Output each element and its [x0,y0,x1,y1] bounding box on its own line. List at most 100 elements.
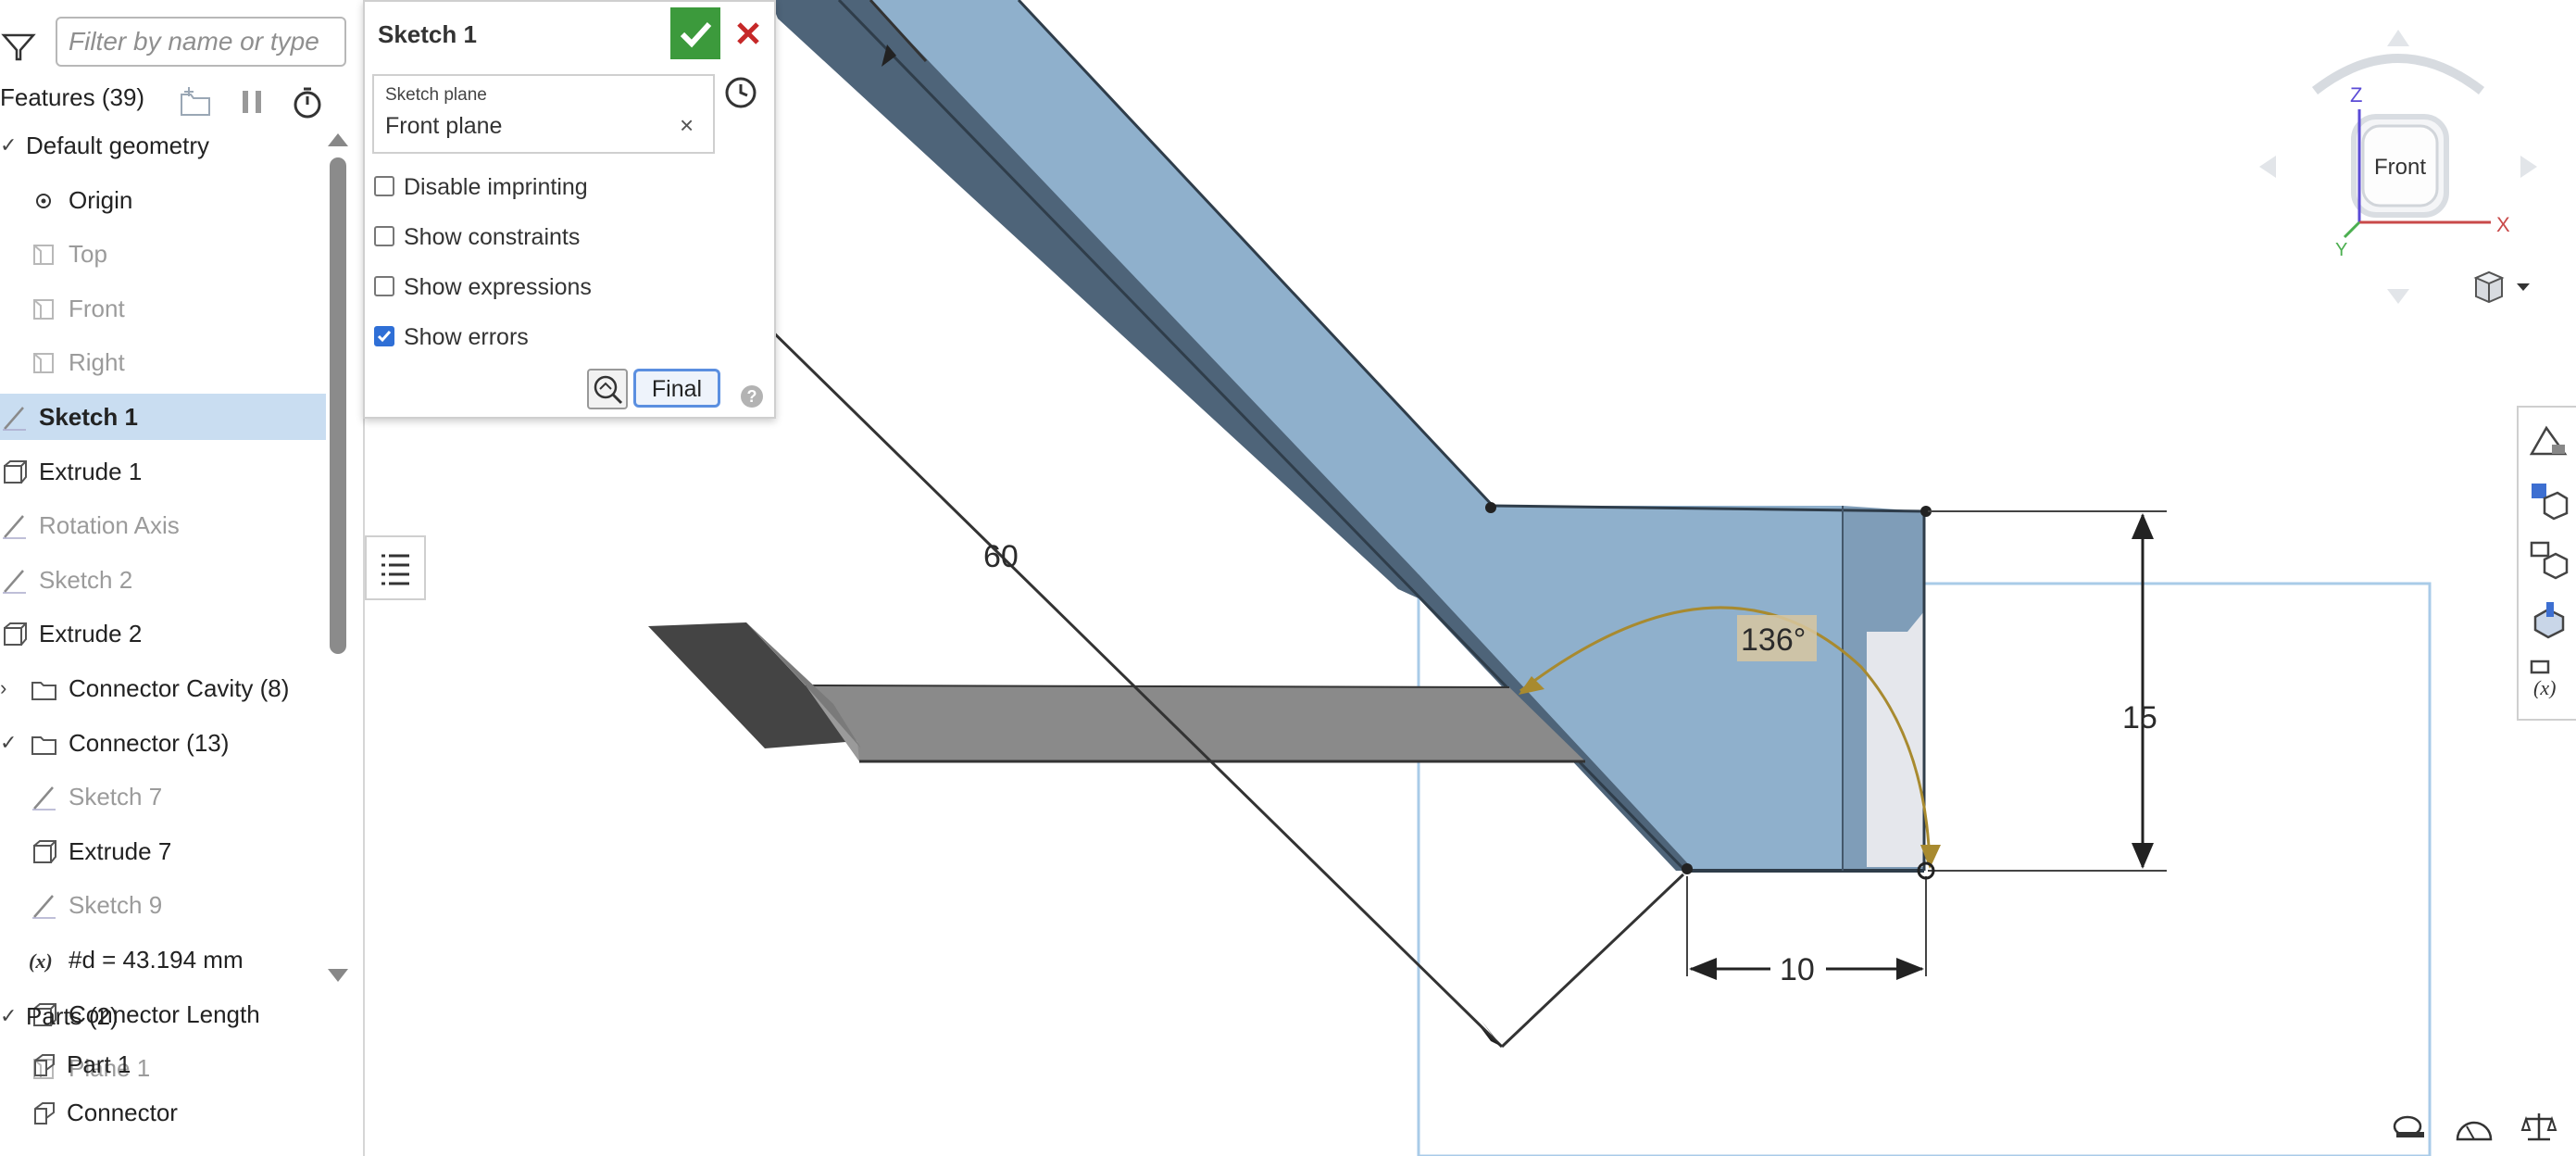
checkmark-icon [680,21,712,48]
history-clock-icon[interactable] [722,74,759,111]
dimension-15-label: 15 [2122,700,2157,735]
feature-list-panel: Features (39) ✓Default geometryOriginTop… [0,0,365,1156]
stopwatch-icon[interactable] [287,82,328,122]
sketch-icon [3,407,26,431]
appearance-icon[interactable] [2528,421,2569,461]
variable-icon: (x) [30,949,53,973]
part-1-slot [1867,611,1924,867]
filter-icon[interactable] [0,28,37,65]
filter-input[interactable] [56,17,346,67]
tree-item[interactable]: Sketch 2 [0,557,326,603]
tree-item[interactable]: ›Connector Cavity (8) [0,665,326,711]
axis-y-label: Y [2335,240,2347,260]
scroll-up-arrow-icon[interactable] [328,133,348,146]
axis-z-label: Z [2350,83,2362,107]
protractor-icon[interactable] [2454,1108,2495,1145]
axis-x-label: X [2496,213,2510,236]
variables-icon[interactable]: (x) [2528,658,2569,698]
checkbox[interactable] [374,276,394,297]
configurations-icon[interactable] [2528,539,2569,580]
sketch-plane-field[interactable]: Sketch plane Front plane × [372,74,715,154]
tree-item[interactable]: Right [0,339,326,385]
close-icon[interactable] [728,13,769,54]
dimension-60-line [757,317,1504,1049]
sketch-icon [32,786,56,810]
toggle-list-button[interactable] [365,535,426,600]
dimension-60-label: 60 [983,539,1019,574]
checkbox[interactable] [374,226,394,247]
folder-icon [31,682,56,700]
extrude-icon [4,622,27,646]
checkbox[interactable] [374,326,394,347]
help-icon[interactable]: ? [741,385,763,408]
collapse-chevron-icon[interactable]: › [0,676,7,699]
part-icon [34,1102,55,1125]
tree-item[interactable]: Plane 1 [0,1045,326,1091]
confirm-button[interactable] [670,7,720,59]
balance-scale-icon[interactable] [2519,1108,2559,1145]
tree-item-label: Origin [69,186,133,214]
tree-item[interactable]: ✓Default geometry [0,122,326,169]
expand-chevron-icon[interactable]: ✓ [0,731,18,754]
section-view-icon[interactable] [2528,598,2569,639]
part-item[interactable]: Connector [0,1089,326,1136]
tree-item[interactable]: Connector Length [0,991,326,1037]
front-face [2361,124,2439,207]
tree-item-label: Sketch 1 [39,403,138,431]
measure-tape-icon[interactable] [2389,1108,2430,1145]
option-label: Disable imprinting [404,174,588,200]
tree-item[interactable]: Rotation Axis [0,502,326,548]
tree-item[interactable]: Extrude 2 [0,610,326,657]
sketch-plane-value: Front plane [385,113,503,139]
pause-icon[interactable] [231,82,272,122]
part-1-side-face [770,0,1694,871]
parts-title: Parts (2) [26,1002,119,1030]
list-icon [381,554,409,585]
tree-item[interactable]: ✓Connector (13) [0,720,326,766]
scroll-down-arrow-icon[interactable] [328,969,348,982]
tree-item[interactable]: Origin [0,177,326,223]
option-show-constraints[interactable]: Show constraints [374,219,580,256]
tree-item[interactable]: Sketch 9 [0,882,326,928]
tree-item[interactable]: Extrude 1 [0,448,326,495]
final-button[interactable]: Final [633,369,720,408]
folder-icon [31,736,56,755]
part-item[interactable]: Part 1 [0,1041,326,1087]
tree-item[interactable]: Top [0,231,326,277]
tree-item[interactable]: Sketch 7 [0,773,326,820]
part-item-label: Connector [67,1099,178,1126]
clear-icon[interactable]: × [680,111,694,139]
sketch-inspect-icon[interactable] [587,369,628,409]
tree-item-label: Rotation Axis [39,511,180,539]
tree-item-label: #d = 43.194 mm [69,946,244,974]
tree-item-label: Extrude 1 [39,458,143,485]
tree-item[interactable]: Extrude 7 [0,828,326,874]
sketch-icon [3,515,26,539]
option-disable-imprinting[interactable]: Disable imprinting [374,169,588,206]
option-show-errors[interactable]: Show errors [374,319,529,356]
expand-chevron-icon[interactable]: ✓ [0,133,18,157]
mass-properties-icon[interactable] [2528,480,2569,521]
add-folder-icon[interactable] [176,82,217,122]
sketch-plane-label: Sketch plane [385,85,487,105]
extrude-icon [4,460,27,484]
checkbox[interactable] [374,176,394,197]
right-toolbar: (x) [2517,406,2576,721]
dimension-10-label: 10 [1780,952,1815,987]
feature-list-scrollbar[interactable] [330,157,346,654]
view-options-cube-icon[interactable] [2469,269,2543,306]
tree-item-label: Top [69,240,107,268]
tree-item-label: Sketch 7 [69,783,163,810]
tree-item[interactable]: Front [0,285,326,332]
3d-viewport[interactable]: 60 15 10 136° [363,0,2576,1156]
tree-item-label: Right [69,348,125,376]
features-count-header: Features (39) [0,83,145,111]
tree-item-label: Extrude 2 [39,620,143,647]
tree-item[interactable]: (x) #d = 43.194 mm [0,936,326,983]
tree-item[interactable]: Sketch 1 [0,394,326,440]
angle-arc [1519,606,1932,866]
expand-chevron-icon[interactable]: ✓ [0,1004,18,1027]
view-cube[interactable]: Front Z X Y [2259,26,2537,322]
parts-section-header[interactable]: ✓ Parts (2) [0,993,326,1039]
option-show-expressions[interactable]: Show expressions [374,269,592,306]
